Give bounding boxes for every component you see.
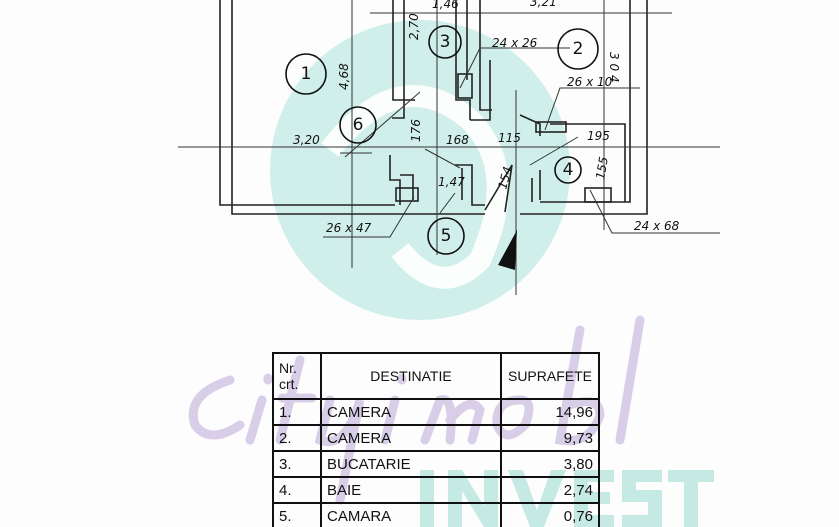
table-header-row: Nr.crt. DESTINATIE SUPRAFETE	[272, 352, 600, 400]
dim-label: 168	[446, 133, 469, 147]
dim-label: 2,70	[407, 13, 421, 40]
dim-label: 176	[409, 119, 423, 142]
svg-text:5: 5	[441, 226, 452, 246]
header-nr: Nr.crt.	[272, 352, 322, 400]
cell-nr: 2.	[272, 424, 322, 452]
cell-suprafete: 0,76	[500, 502, 600, 527]
svg-text:6: 6	[353, 115, 364, 135]
cell-destinatie: CAMARA	[320, 502, 502, 527]
header-suprafete: SUPRAFETE	[500, 352, 600, 400]
dim-label: 155	[593, 156, 611, 181]
header-nr-line1: Nr.	[279, 360, 297, 376]
cell-suprafete: 14,96	[500, 398, 600, 426]
dim-label: 195	[587, 129, 610, 143]
dim-label: 1,46	[432, 0, 459, 11]
cell-nr: 3.	[272, 450, 322, 478]
cell-destinatie: CAMERA	[320, 424, 502, 452]
dim-label: 26 x 10	[567, 75, 613, 89]
dim-label: 115	[498, 131, 521, 145]
cell-nr: 4.	[272, 476, 322, 504]
dim-label: 3,21	[530, 0, 557, 9]
cell-destinatie: CAMERA	[320, 398, 502, 426]
svg-text:1: 1	[301, 64, 312, 84]
cell-suprafete: 3,80	[500, 450, 600, 478]
cell-destinatie: BUCATARIE	[320, 450, 502, 478]
dim-label: 24 x 68	[634, 219, 680, 233]
room-4-marker: 4	[554, 156, 582, 184]
room-6-marker: 6	[339, 106, 377, 144]
header-destinatie: DESTINATIE	[320, 352, 502, 400]
cell-suprafete: 2,74	[500, 476, 600, 504]
svg-text:2: 2	[573, 39, 584, 59]
header-nr-line2: crt.	[279, 376, 299, 392]
room-3-marker: 3	[428, 25, 462, 59]
room-1-marker: 1	[285, 53, 327, 95]
room-2-marker: 2	[557, 28, 599, 70]
room-5-marker: 5	[427, 217, 465, 255]
svg-text:3: 3	[440, 32, 451, 52]
dim-label: 3,20	[293, 133, 320, 147]
cell-nr: 1.	[272, 398, 322, 426]
cell-destinatie: BAIE	[320, 476, 502, 504]
cell-nr: 5.	[272, 502, 322, 527]
dim-label: 3 0 4	[607, 52, 621, 83]
dim-label: 1,47	[438, 175, 465, 189]
cell-suprafete: 9,73	[500, 424, 600, 452]
dim-label: 24 x 26	[492, 36, 538, 50]
svg-text:4: 4	[563, 160, 574, 180]
dim-label: 4,68	[337, 63, 351, 90]
dim-label: 26 x 47	[326, 221, 372, 235]
dim-label: 154	[495, 165, 514, 191]
